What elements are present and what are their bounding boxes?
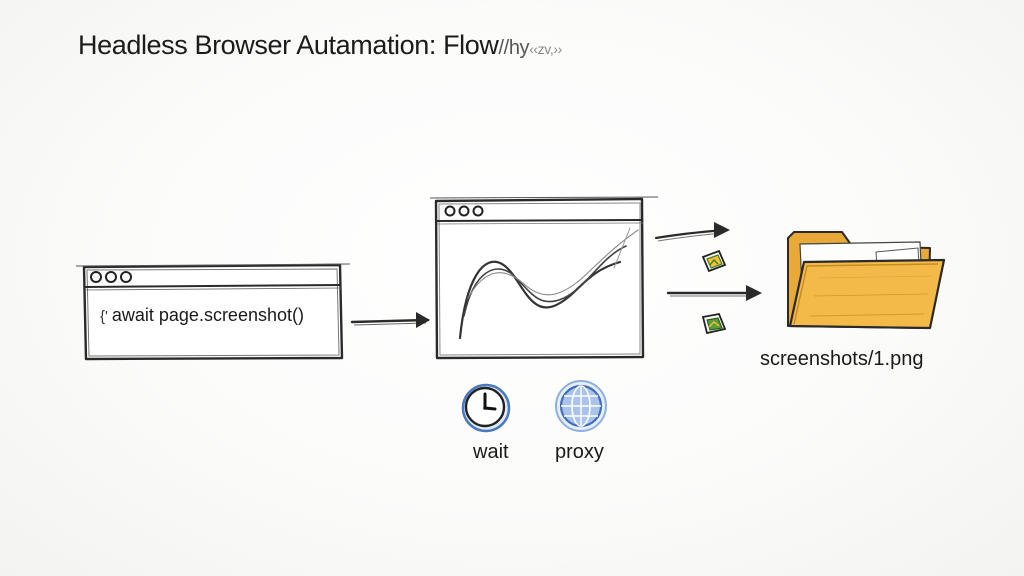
code-text: await page.screenshot() — [111, 305, 304, 325]
option-label-proxy: proxy — [555, 441, 604, 463]
code-brace: {' — [100, 308, 108, 325]
page-sketch-curves — [458, 227, 639, 340]
browser-window-frame — [429, 196, 659, 360]
arrow-code-to-browser — [350, 312, 430, 328]
window-dot — [90, 271, 102, 283]
screenshot-thumbnail-icon — [701, 312, 727, 335]
window-dot — [444, 205, 456, 217]
title-scribble-text: //hy — [498, 37, 530, 59]
headless-browser-window — [429, 196, 659, 360]
title-main: Headless Browser Autamation: Flow — [78, 30, 499, 60]
arrow-to-output-top — [654, 222, 730, 242]
globe-icon — [555, 380, 607, 432]
window-dot — [458, 205, 470, 217]
output-file-path: screenshots/1.png — [760, 348, 924, 370]
code-window-frame — [75, 263, 351, 361]
window-dot — [105, 271, 117, 283]
code-browser-window: {'await page.screenshot() — [75, 263, 351, 361]
title-scribble-faint: ‹‹zv,›› — [529, 41, 562, 57]
screenshot-thumbnail-icon — [701, 249, 727, 273]
title-scribble: //hy‹‹zv,›› — [498, 37, 563, 59]
folder-icon — [787, 231, 946, 330]
window-dot — [120, 271, 132, 283]
code-line: {'await page.screenshot() — [100, 305, 304, 326]
diagram-title: Headless Browser Autamation: Flow//hy‹‹z… — [78, 30, 562, 61]
window-dot — [472, 205, 484, 217]
clock-icon — [461, 383, 511, 433]
option-label-wait: wait — [473, 441, 509, 463]
arrow-to-folder — [666, 285, 762, 301]
